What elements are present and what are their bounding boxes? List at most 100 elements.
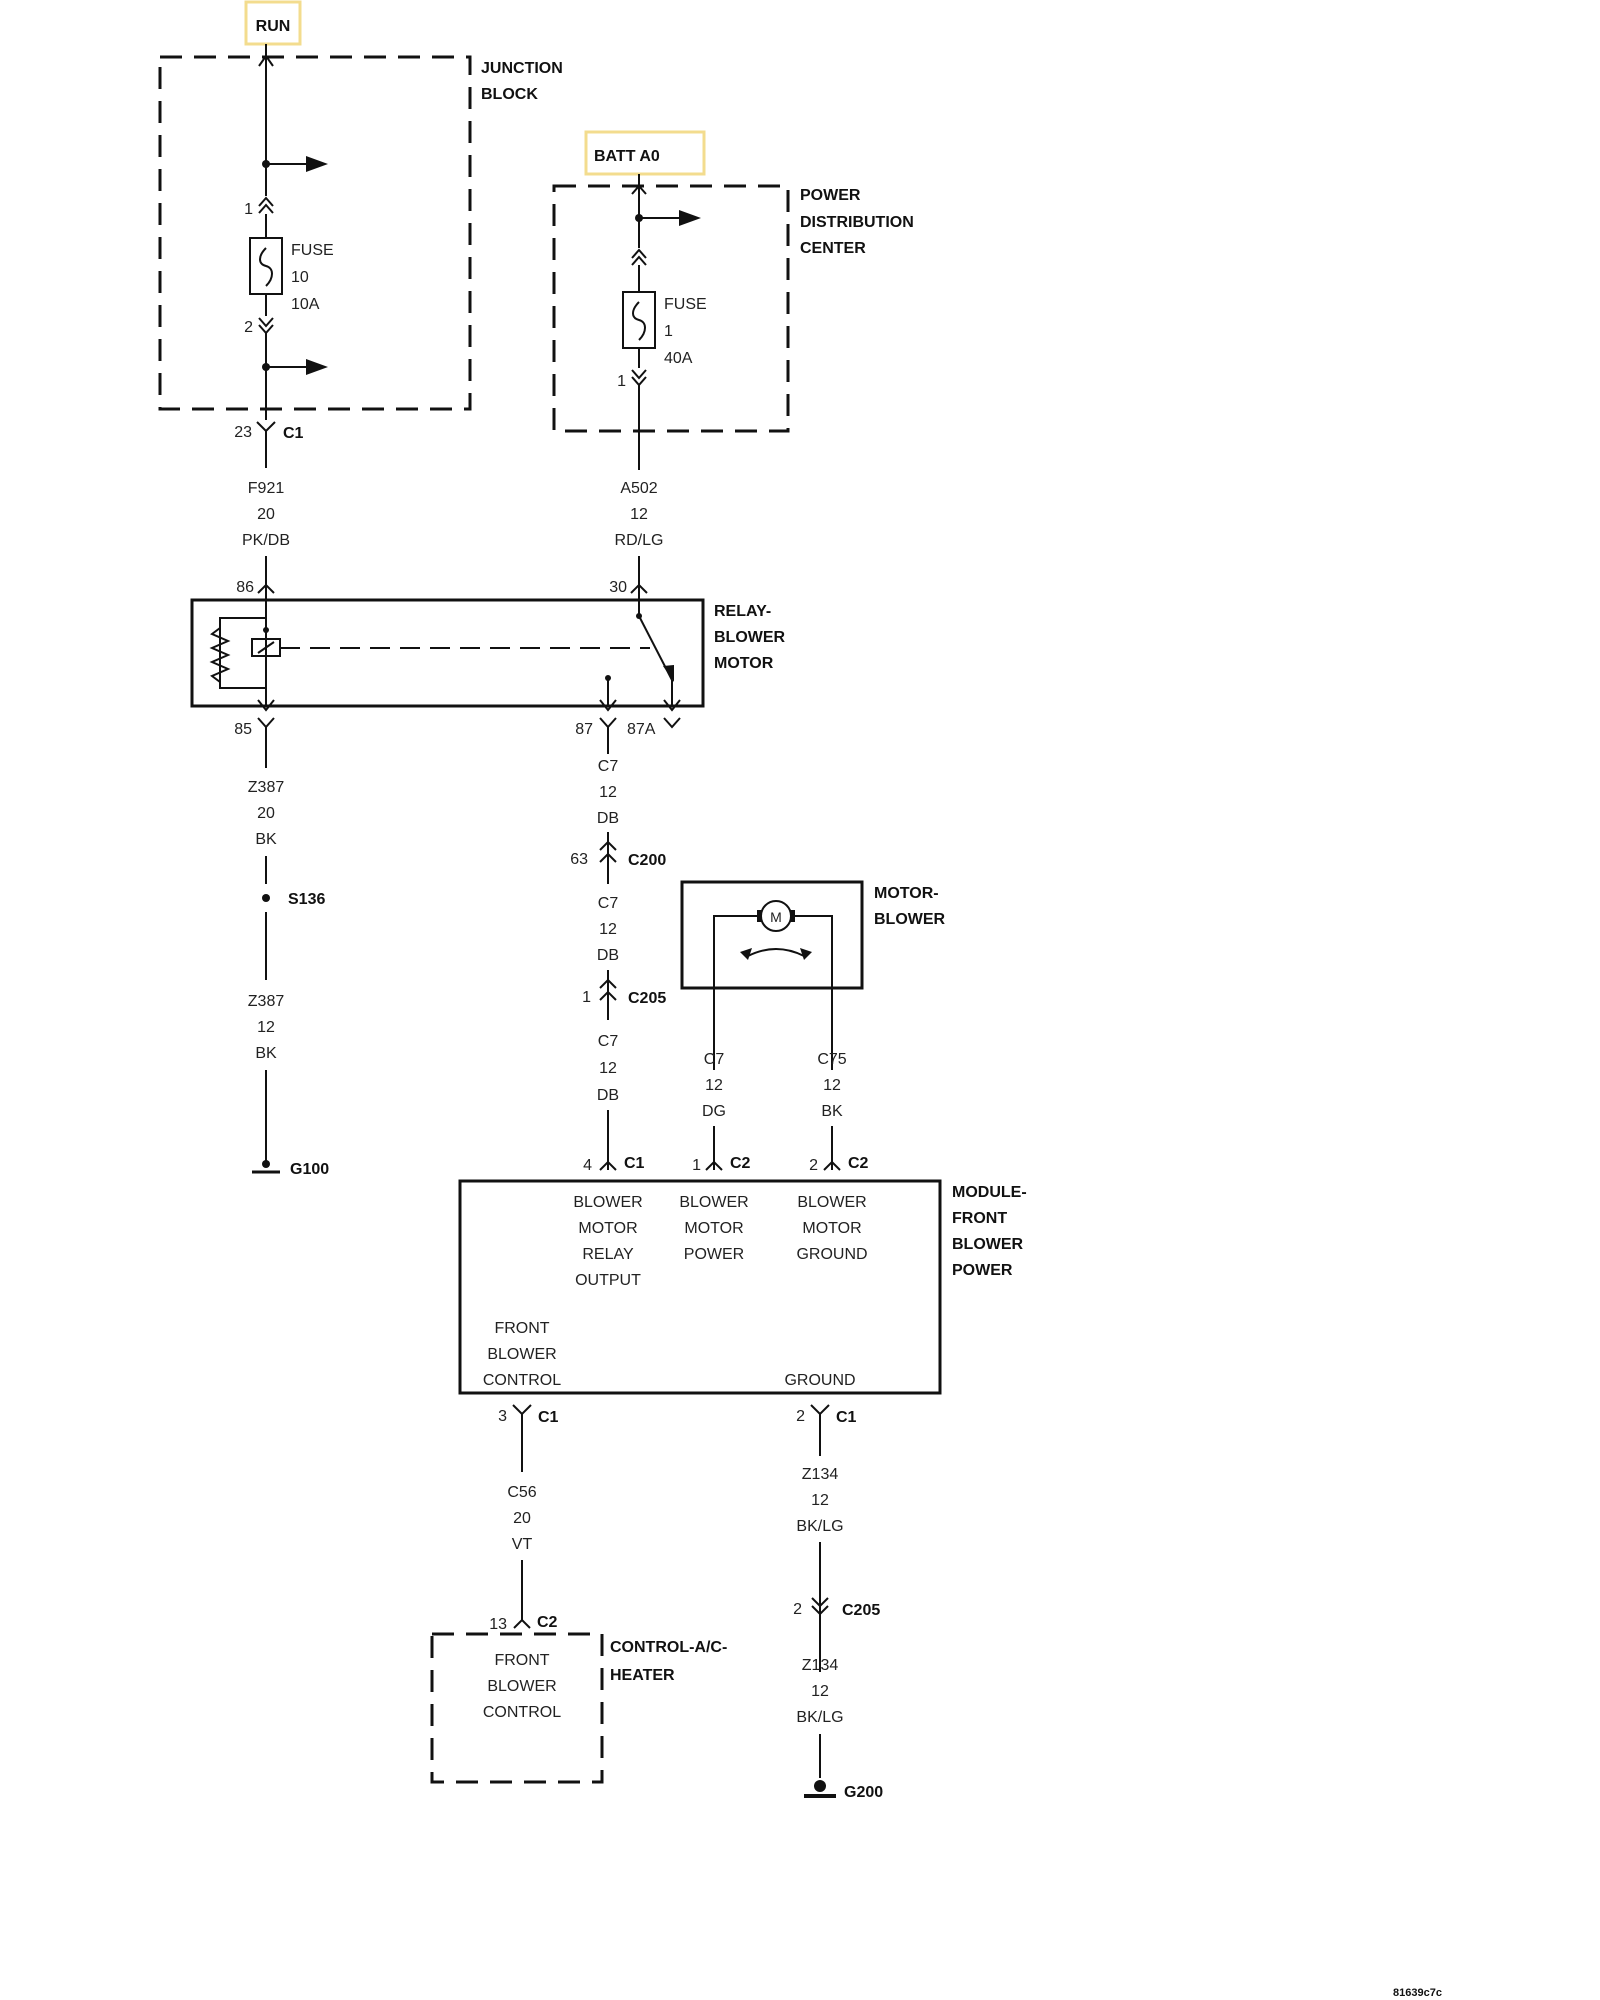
module-front-control-label-3: CONTROL — [483, 1372, 561, 1389]
connector-c200-label: C200 — [628, 852, 666, 869]
module-bottom-c1b-label: C1 — [836, 1409, 857, 1426]
wire-c7c-id: C7 — [598, 1033, 619, 1050]
motor-rotation-arc — [747, 948, 805, 957]
motor-rotation-arrow-right — [800, 948, 812, 960]
fuse1-pin-bottom: 1 — [617, 373, 626, 390]
module-motor-ground-label-3: GROUND — [796, 1246, 867, 1263]
module-front-control-label-2: BLOWER — [487, 1346, 556, 1363]
ac-control-inside-label: FRONT — [494, 1652, 549, 1669]
module-motor-ground-label-2: MOTOR — [802, 1220, 861, 1237]
ac-control-inside-label-2: BLOWER — [487, 1678, 556, 1695]
module-bottom-c1a-label: C1 — [538, 1409, 559, 1426]
motor-brush-left — [757, 910, 762, 922]
batt-arrowhead — [631, 184, 647, 195]
pdc-label-3: CENTER — [800, 240, 866, 257]
ac-control-inside-label-3: CONTROL — [483, 1704, 561, 1721]
relay-87a-arrow — [663, 699, 681, 712]
wire-c75-gauge: 12 — [823, 1077, 841, 1094]
connector-c205b-terminal-2 — [811, 1605, 829, 1616]
motor-rotation-arrow-left — [740, 948, 752, 960]
wire-c7dg-id: C7 — [704, 1051, 725, 1068]
relay-label-3: MOTOR — [714, 655, 774, 672]
branch-arrow-upper — [306, 156, 328, 172]
fuse1-terminal-top — [631, 248, 647, 259]
pdc-label-2: DISTRIBUTION — [800, 214, 914, 231]
relay-pin87a: 87A — [627, 721, 656, 738]
wire-c7a-color: DB — [597, 810, 619, 827]
run-arrowhead — [258, 54, 274, 67]
wire-c56-color: VT — [512, 1536, 533, 1553]
jb-connector-pin: 23 — [234, 424, 252, 441]
relay-pin85-arrow — [257, 699, 275, 712]
relay-resistor-frame — [219, 617, 266, 689]
control-ac-heater-boundary — [430, 1632, 604, 1784]
fuse1-rating: 40A — [664, 350, 693, 367]
wire-z387b-gauge: 12 — [257, 1019, 275, 1036]
relay-label: RELAY- — [714, 603, 771, 620]
wire-c7b-gauge: 12 — [599, 921, 617, 938]
wire-a502-gauge: 12 — [630, 506, 648, 523]
ac-control-label-2: HEATER — [610, 1667, 675, 1684]
module-motor-power-label-2: MOTOR — [684, 1220, 743, 1237]
module-c2a-terminal — [705, 1160, 723, 1171]
relay-coil-slash — [257, 641, 275, 654]
module-label: MODULE- — [952, 1184, 1027, 1201]
fuse10-terminal-top-2 — [258, 203, 274, 214]
ground-g100-label: G100 — [290, 1161, 329, 1178]
relay-pin86: 86 — [236, 579, 254, 596]
batt-source-box — [584, 130, 706, 176]
ground-g200-label: G200 — [844, 1784, 883, 1801]
wire-c7b-id: C7 — [598, 895, 619, 912]
module-motor-ground-label: BLOWER — [797, 1194, 866, 1211]
fuse1-number: 1 — [664, 323, 673, 340]
module-c1-terminal — [599, 1160, 617, 1171]
jb-connector-label: C1 — [283, 425, 304, 442]
wire-a502-color: RD/LG — [615, 532, 664, 549]
wire-z134a-id: Z134 — [802, 1466, 839, 1483]
module-relay-output-label-4: OUTPUT — [575, 1272, 641, 1289]
ac-c2-pin: 13 — [489, 1616, 507, 1633]
fuse10-word: FUSE — [291, 242, 334, 259]
relay-coil-dot — [263, 627, 269, 633]
module-front-blower-power-body — [458, 1179, 942, 1395]
fuse10-terminal-top — [258, 196, 274, 207]
relay-pin87a-terminal — [663, 717, 681, 729]
module-bottom-c1b-pin: 2 — [796, 1408, 805, 1425]
ac-control-label: CONTROL-A/C- — [610, 1639, 727, 1656]
motor-symbol-letter: M — [770, 909, 782, 925]
fuse10-pin-top: 1 — [244, 201, 253, 218]
module-c2b-label: C2 — [848, 1155, 869, 1172]
connector-c200-terminal-2 — [599, 852, 617, 863]
relay-pin87: 87 — [575, 721, 593, 738]
connector-c205-label: C205 — [628, 990, 666, 1007]
run-source-box — [244, 0, 302, 46]
wire-c75-id: C75 — [817, 1051, 846, 1068]
pdc-branch-arrow — [679, 210, 701, 226]
ac-c2-label: C2 — [537, 1614, 558, 1631]
ac-c2-terminal — [513, 1618, 531, 1629]
module-bottom-c1a-pin: 3 — [498, 1408, 507, 1425]
fuse1-terminal-bottom — [631, 369, 647, 380]
ground-g200-dot — [814, 1780, 826, 1792]
figure-code: 81639c7c — [1393, 1987, 1442, 1999]
fuse1-word: FUSE — [664, 296, 707, 313]
pdc-boundary — [552, 184, 790, 433]
module-c1-label: C1 — [624, 1155, 645, 1172]
motor-blower-body — [680, 880, 864, 990]
wire-c56-gauge: 20 — [513, 1510, 531, 1527]
module-relay-output-label-2: MOTOR — [578, 1220, 637, 1237]
relay-switch-arrow — [663, 665, 674, 682]
ground-g100-dot — [262, 1160, 270, 1168]
wire-f921-color: PK/DB — [242, 532, 290, 549]
fuse-1-element — [632, 301, 646, 341]
wire-z387a-id: Z387 — [248, 779, 285, 796]
motor-brush-right — [790, 910, 795, 922]
module-label-3: BLOWER — [952, 1236, 1024, 1253]
relay-87-arrow — [599, 699, 617, 712]
relay-pin87-terminal — [599, 717, 617, 729]
module-c2b-terminal — [823, 1160, 841, 1171]
wire-z387a-color: BK — [255, 831, 277, 848]
wire-c7dg-color: DG — [702, 1103, 726, 1120]
connector-c205-terminal — [599, 978, 617, 989]
fuse10-number: 10 — [291, 269, 309, 286]
